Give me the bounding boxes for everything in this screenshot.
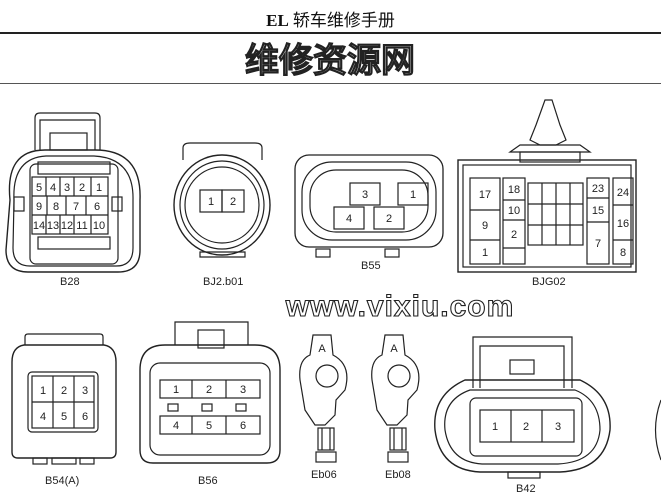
- pin: 9: [482, 220, 488, 232]
- pin: 6: [94, 201, 100, 213]
- manual-code: EL: [266, 11, 289, 30]
- pin: 3: [82, 385, 88, 397]
- pin: 3: [64, 182, 70, 194]
- connector-b28: [5, 112, 141, 273]
- pin: 9: [36, 201, 42, 213]
- pin: 17: [479, 189, 491, 201]
- b56-pins: 1 2 3 4 5 6: [173, 384, 246, 432]
- connector-label-b42: B42: [516, 483, 536, 495]
- connector-label-b56: B56: [198, 475, 218, 487]
- pin: 1: [173, 384, 179, 396]
- connector-b55: [294, 154, 444, 258]
- marker-a: A: [318, 343, 326, 355]
- connector-label-eb06: Eb06: [311, 469, 337, 481]
- pin: 4: [173, 420, 179, 432]
- pin: 3: [362, 189, 368, 201]
- b42-pins: 1 2 3: [492, 421, 561, 433]
- pin: 5: [36, 182, 42, 194]
- pin: 1: [208, 196, 214, 208]
- pin: 4: [40, 411, 46, 423]
- pin: 2: [230, 196, 236, 208]
- pin: 2: [386, 213, 392, 225]
- pin: 3: [240, 384, 246, 396]
- bj2b01-pins: 1 2: [208, 196, 236, 208]
- pin: 6: [240, 420, 246, 432]
- pin: 14: [33, 220, 45, 232]
- header-rule: [0, 32, 661, 34]
- pin: 10: [508, 205, 520, 217]
- watermark-chinese: 维修资源网: [245, 41, 415, 81]
- connector-eb08: [371, 334, 420, 463]
- connector-eb06: [299, 334, 348, 463]
- connector-label-b54a: B54(A): [45, 475, 79, 487]
- partial-connector-edge: [654, 399, 661, 461]
- pin: 16: [617, 218, 629, 230]
- b54a-pins: 1 2 3 4 5 6: [40, 385, 88, 423]
- pin: 13: [47, 220, 59, 232]
- connector-label-bj2b01: BJ2.b01: [203, 276, 243, 288]
- pin: 2: [523, 421, 529, 433]
- connector-bjg02: [457, 99, 637, 273]
- pin: 1: [482, 247, 488, 259]
- pin: 4: [50, 182, 56, 194]
- pin: 2: [206, 384, 212, 396]
- pin: 7: [595, 238, 601, 250]
- connector-label-eb08: Eb08: [385, 469, 411, 481]
- pin: 15: [592, 205, 604, 217]
- pin: 2: [511, 229, 517, 241]
- pin: 23: [592, 183, 604, 195]
- watermark-url: www.vixiu.com: [285, 290, 515, 323]
- pin: 10: [93, 220, 105, 232]
- pin: 11: [76, 220, 87, 232]
- pin: 3: [555, 421, 561, 433]
- pin: 1: [410, 189, 416, 201]
- pin: 12: [61, 220, 73, 232]
- connector-label-b55: B55: [361, 260, 381, 272]
- section-rule: [0, 83, 661, 84]
- pin: 1: [492, 421, 498, 433]
- pin: 2: [79, 182, 85, 194]
- connector-b54a: [11, 333, 117, 465]
- b28-pins: 5 4 3 2 1 9 8 7 6 14 13 12 11 10: [33, 182, 105, 232]
- bjg02-pins: 17 9 1 18 10 2 23 15 7 24 16 8: [479, 183, 629, 259]
- b55-pins: 3 1 4 2: [346, 189, 416, 225]
- pin: 6: [82, 411, 88, 423]
- pin: 1: [96, 182, 102, 194]
- pin: 24: [617, 187, 629, 199]
- manual-title: 轿车维修手册: [292, 11, 395, 30]
- pin: 1: [40, 385, 46, 397]
- pin: 2: [61, 385, 67, 397]
- pin: 4: [346, 213, 352, 225]
- pin: 18: [508, 184, 520, 196]
- pin: 7: [73, 201, 79, 213]
- connector-b42: [434, 336, 611, 479]
- connector-b56: [139, 321, 281, 464]
- connector-label-bjg02: BJG02: [532, 276, 566, 288]
- pin: 8: [53, 201, 59, 213]
- connector-label-b28: B28: [60, 276, 80, 288]
- pin: 5: [61, 411, 67, 423]
- pin: 8: [620, 247, 626, 259]
- connector-bj2b01: [173, 142, 271, 258]
- eb-markers: A A: [318, 343, 398, 355]
- marker-a: A: [390, 343, 398, 355]
- pin: 5: [206, 420, 212, 432]
